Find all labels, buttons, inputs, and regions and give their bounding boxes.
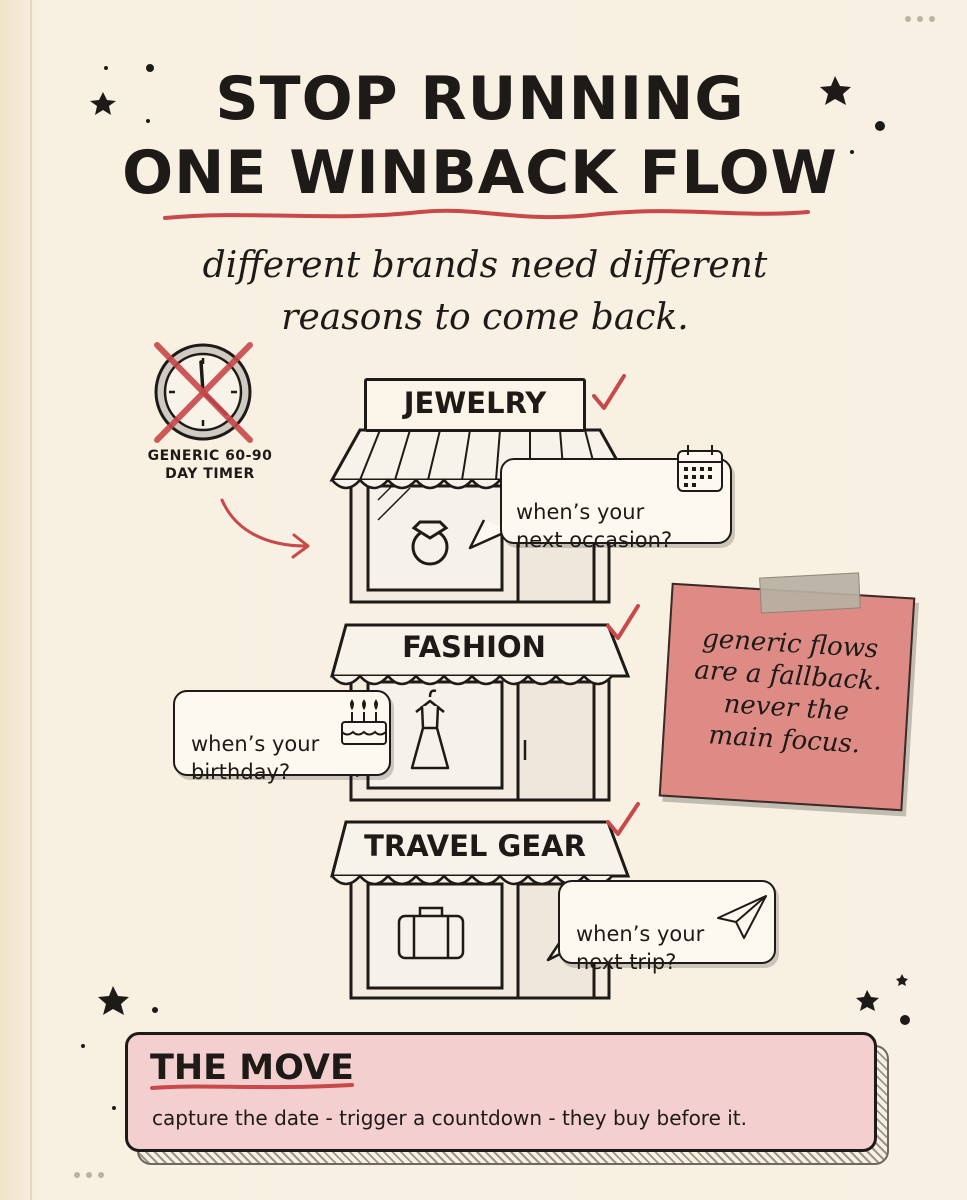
suitcase-icon (397, 906, 465, 960)
move-title: THE MOVE (150, 1048, 354, 1088)
title-underline (163, 208, 810, 220)
speech-bubble-travel-gear: when’s your next trip? (558, 880, 776, 974)
check-icon (606, 802, 640, 836)
speech-bubble-fashion: when’s your birthday? (173, 690, 391, 784)
bubble-text: when’s your birthday? (191, 732, 320, 784)
arrow-icon (220, 498, 308, 548)
page-spine (30, 0, 32, 1200)
store-sign-fashion: FASHION (402, 630, 546, 664)
store-sign-jewelry: JEWELRY (364, 378, 586, 432)
star-icon (820, 76, 851, 105)
clock-label: GENERIC 60-90 DAY TIMER (120, 447, 300, 483)
star-icon (98, 986, 129, 1015)
title-line-1: STOP RUNNING (215, 64, 745, 134)
move-box (125, 1032, 877, 1152)
subtitle-line-2: reasons to come back. (281, 297, 689, 338)
sticky-note-text: generic flows are a fallback. never the … (693, 623, 883, 760)
clock-label-line-2: DAY TIMER (165, 466, 255, 482)
tape-strip (759, 572, 861, 614)
dress-icon (410, 689, 450, 770)
sticky-note: generic flows are a fallback. never the … (658, 582, 916, 812)
clock-label-line-1: GENERIC 60-90 (147, 448, 273, 464)
ring-icon (411, 520, 449, 566)
check-icon (606, 604, 640, 640)
check-icon (592, 374, 626, 410)
bubble-text: when’s your next occasion? (516, 500, 673, 552)
bubble-text: when’s your next trip? (576, 922, 705, 974)
menu-dots-icon[interactable] (74, 1172, 104, 1178)
store-sign-travel-gear: TRAVEL GEAR (364, 829, 586, 863)
crossed-clock-icon (154, 342, 253, 443)
star-icon (856, 990, 879, 1011)
checkmark-icons (592, 374, 640, 836)
subtitle-line-1: different brands need different (202, 245, 768, 286)
star-icon (90, 92, 116, 115)
star-icons (81, 64, 910, 1110)
menu-dots-icon[interactable] (905, 16, 935, 22)
star-icon (896, 974, 908, 986)
move-text: capture the date - trigger a countdown -… (152, 1106, 748, 1130)
speech-bubble-jewelry: when’s your next occasion? (500, 458, 732, 552)
title-line-2: ONE WINBACK FLOW (122, 138, 838, 208)
